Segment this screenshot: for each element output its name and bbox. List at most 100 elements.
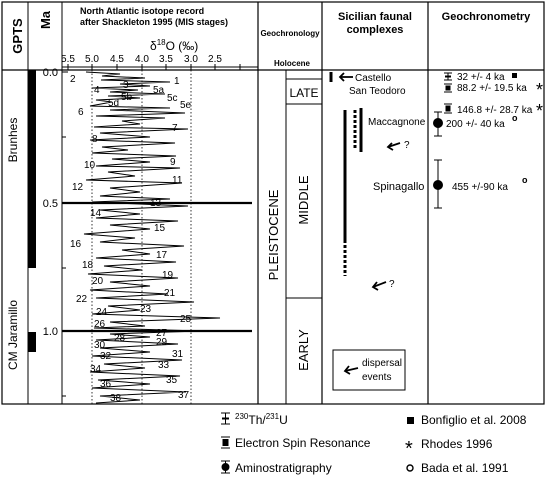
bada-circle-2: o (522, 175, 528, 185)
isotope-tick-3: 4.0 (135, 54, 149, 65)
isotope-axis (62, 64, 258, 70)
isotope-tick-0: 5.5 (61, 54, 75, 65)
mis-11: 11 (172, 175, 183, 186)
dispersal-legend-box (332, 349, 406, 391)
legend-rhodes: Rhodes 1996 (421, 437, 493, 451)
legend-bada-marker (406, 464, 414, 472)
mis-stage-labels: 1 2 3 4 5a 5b 5c 5d 5e 6 7 8 9 10 11 12 … (70, 74, 192, 404)
mis-20: 20 (92, 276, 104, 287)
mis-17: 17 (156, 250, 168, 261)
mis-28: 28 (114, 333, 126, 344)
mis-10: 10 (84, 160, 96, 171)
mis-35: 35 (166, 375, 178, 386)
isotope-title-line1: North Atlantic isotope record (80, 6, 204, 16)
mis-4: 4 (94, 85, 100, 96)
isotope-tick-5: 3.0 (184, 54, 198, 65)
delta-o18-label: δ18O (‰) (150, 38, 198, 53)
epoch-early: EARLY (296, 329, 311, 371)
geochron-date-3: 146.8 +/- 28.7 ka (457, 105, 533, 116)
age-axis (62, 71, 68, 397)
bada-circle-1: o (512, 113, 518, 123)
mis-6: 6 (78, 107, 84, 118)
isotope-tick-4: 3.5 (159, 54, 173, 65)
mis-16: 16 (70, 239, 82, 250)
dispersal-label-1: dispersal (362, 358, 402, 369)
mis-8: 8 (92, 134, 98, 145)
faunal-arrows (338, 72, 401, 375)
isotope-tick-6: 2.5 (208, 54, 222, 65)
epoch-pleistocene: PLEISTOCENE (266, 189, 281, 280)
faunal-complex-bars (329, 72, 363, 276)
mis-23: 23 (140, 304, 152, 315)
geochron-dot-200 (433, 118, 443, 128)
mis-15: 15 (154, 223, 166, 234)
faunal-question-1: ? (404, 140, 410, 151)
gpts-polarity (28, 70, 36, 352)
legend-amino: Aminostratigraphy (235, 461, 332, 475)
mis-33: 33 (158, 360, 170, 371)
geochron-dot-455 (433, 180, 443, 190)
mis-34: 34 (90, 364, 102, 375)
epoch-middle: MIDDLE (296, 175, 311, 224)
mis-38: 38 (110, 393, 122, 404)
mis-30: 30 (94, 340, 106, 351)
mis-37: 37 (178, 390, 190, 401)
gpts-cm-jaramillo: CM Jaramillo (6, 300, 20, 370)
faunal-question-2: ? (389, 279, 395, 290)
dispersal-label-2: events (362, 372, 391, 383)
gpts-brunhes: Brunhes (6, 118, 20, 163)
mis-5a: 5a (153, 85, 165, 96)
mis-12: 12 (72, 182, 84, 193)
mis-9: 9 (170, 157, 176, 168)
isotope-tick-1: 5.0 (85, 54, 99, 65)
geochronology-boxes (257, 70, 322, 404)
mis-7: 7 (172, 123, 178, 134)
isotope-curve (83, 71, 221, 404)
mis-14: 14 (90, 208, 102, 219)
mis-24: 24 (96, 307, 108, 318)
bonfiglio-marker (512, 73, 517, 78)
legend-bonfiglio: Bonfiglio et al. 2008 (421, 413, 527, 427)
age-tick-1: 0.5 (43, 198, 58, 210)
geochron-date-2: 88.2 +/- 19.5 ka (457, 83, 527, 94)
ma-header: Ma (38, 10, 53, 29)
rhodes-asterisk-2: * (536, 101, 543, 121)
mis-1: 1 (174, 76, 180, 87)
legend-esr: Electron Spin Resonance (235, 436, 371, 450)
geochron-date-4: 200 +/- 40 ka (446, 119, 505, 130)
legend-bonfiglio-marker (407, 417, 414, 424)
mis-29: 29 (156, 337, 168, 348)
faunal-header-line2: complexes (347, 24, 404, 36)
age-tick-2: 1.0 (43, 326, 58, 338)
rhodes-asterisk-1: * (536, 80, 543, 100)
geochron-date-5: 455 +/-90 ka (452, 182, 508, 193)
geochronometry-header: Geochronometry (442, 11, 532, 23)
legend-bada: Bada et al. 1991 (421, 461, 509, 475)
gpts-header: GPTS (10, 18, 25, 54)
legend-uth: 230Th/231U (235, 412, 288, 427)
faunal-san-teodoro: San Teodoro (349, 86, 406, 97)
mis-27: 27 (156, 328, 168, 339)
mis-32: 32 (100, 351, 112, 362)
mis-5e: 5e (180, 100, 192, 111)
mis-22: 22 (76, 294, 88, 305)
mis-31: 31 (172, 349, 184, 360)
faunal-maccagnone: Maccagnone (368, 117, 426, 128)
holocene-label: Holocene (274, 59, 311, 68)
legend-symbols (221, 412, 230, 474)
mis-3: 3 (123, 80, 129, 91)
geochron-date-1: 32 +/- 4 ka (457, 72, 505, 83)
faunal-header-line1: Sicilian faunal (338, 11, 412, 23)
mis-26: 26 (94, 319, 106, 330)
mis-5b: 5b (121, 92, 133, 103)
mis-5d: 5d (108, 98, 119, 109)
legend-rhodes-asterisk: * (405, 438, 413, 460)
isotope-tick-2: 4.5 (110, 54, 124, 65)
mis-2: 2 (70, 74, 76, 85)
epoch-late: LATE (289, 86, 318, 100)
mis-25: 25 (180, 314, 192, 325)
age-tick-0: 0.0 (43, 67, 58, 79)
geochronology-header: Geochronology (260, 29, 320, 38)
mis-21: 21 (164, 288, 176, 299)
